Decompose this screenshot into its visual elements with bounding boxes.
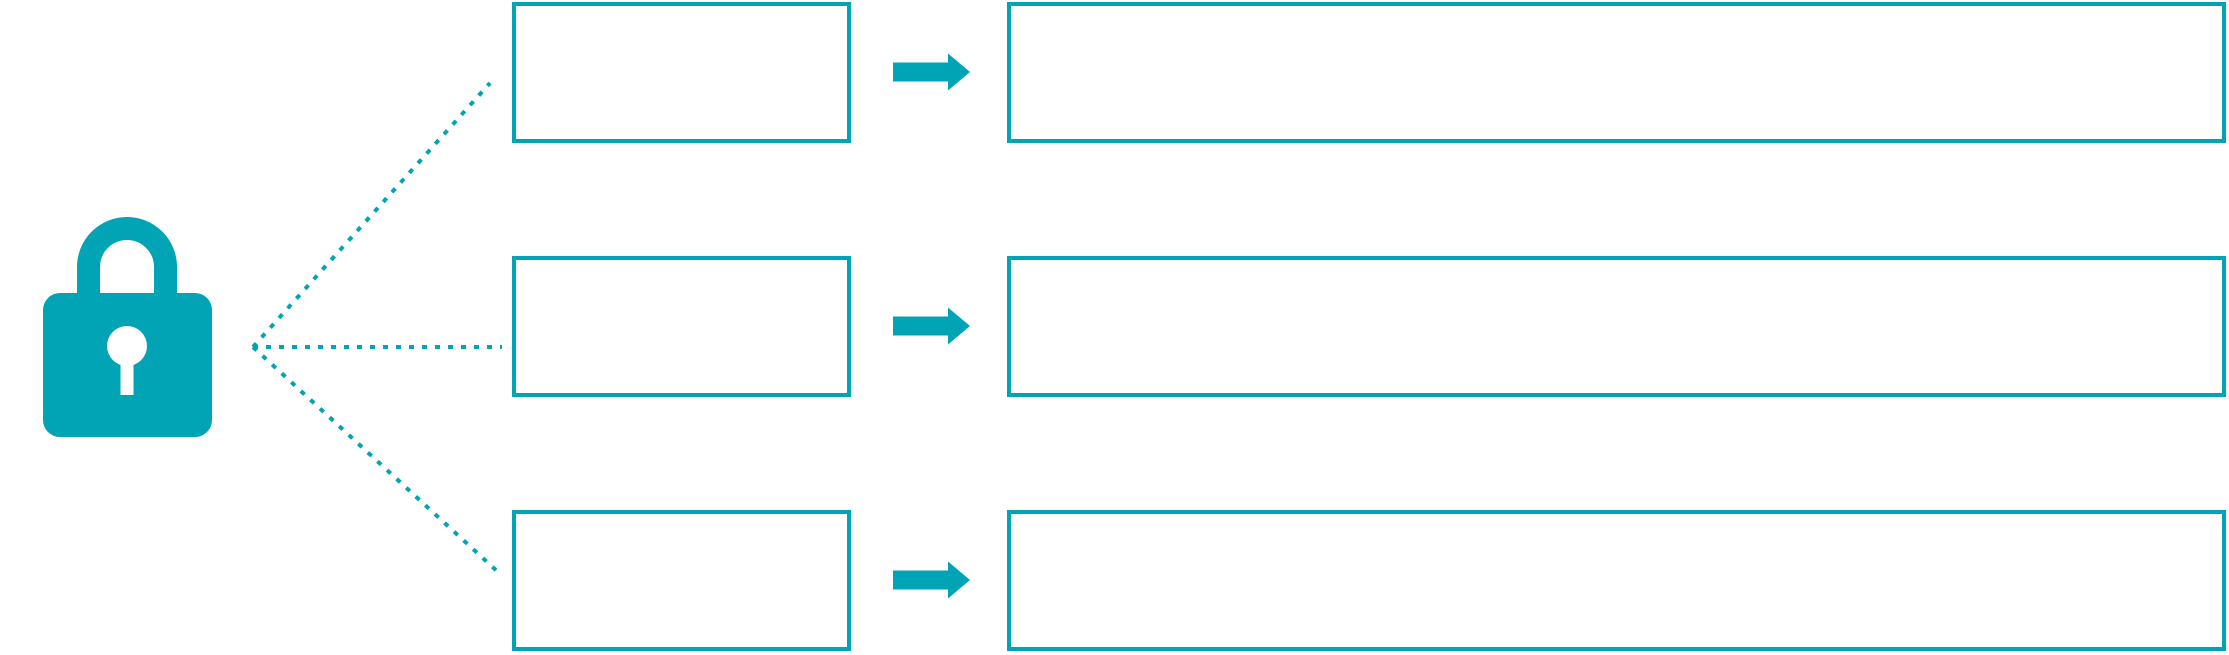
key-point-box-3: [512, 510, 851, 651]
right-arrow-icon: [893, 53, 970, 91]
right-arrow-icon: [893, 307, 970, 345]
description-box-3: [1007, 510, 2226, 651]
connector-dotted-line-top: [251, 81, 492, 349]
connector-dotted-line-bottom: [251, 345, 500, 574]
key-point-box-1: [512, 2, 851, 143]
lock-shackle: [77, 217, 177, 300]
lock-icon: [43, 217, 212, 437]
key-point-box-2: [512, 256, 851, 397]
keyhole-stem: [120, 346, 134, 395]
right-arrow-icon: [893, 561, 970, 599]
description-box-2: [1007, 256, 2226, 397]
description-box-1: [1007, 2, 2226, 143]
